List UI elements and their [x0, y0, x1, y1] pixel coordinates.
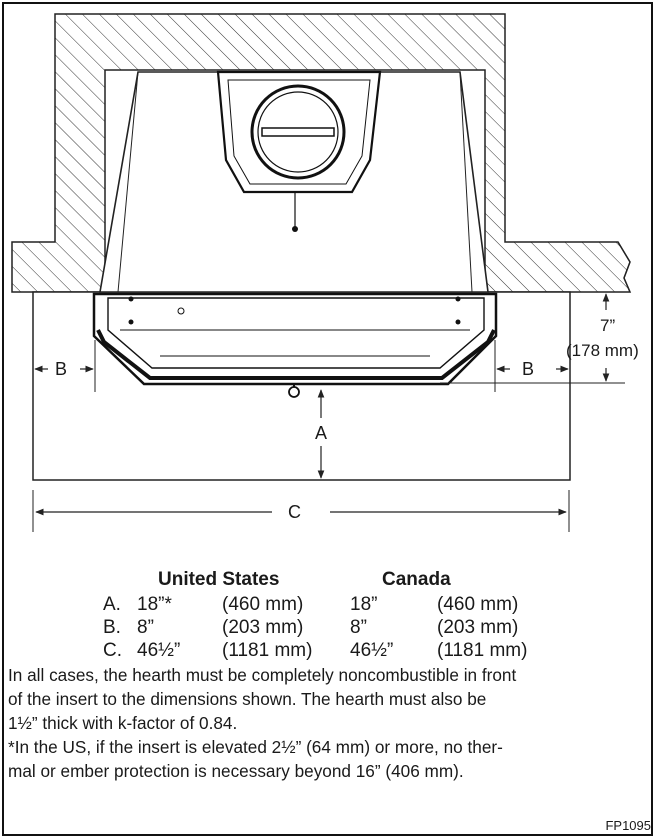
row-a-us-mm: (460 mm) [222, 594, 304, 615]
flue-collar-inner [257, 91, 339, 173]
screw [128, 319, 134, 325]
control-knob [288, 386, 300, 398]
dimension-height-mm: (178 mm) [566, 341, 639, 360]
row-b-us-in: 8” [137, 617, 154, 638]
row-b-us-mm: (203 mm) [222, 617, 304, 638]
note-line: of the insert to the dimensions shown. T… [8, 689, 487, 709]
row-c-ca-mm: (1181 mm) [437, 640, 528, 661]
dimension-height-in: 7” [600, 316, 616, 335]
insert-faceplate-band [96, 329, 496, 380]
row-b-ca-in: 8” [350, 617, 367, 638]
row-c-letter: C. [103, 640, 122, 661]
row-c-ca-in: 46½” [350, 640, 394, 661]
note-line: 1½” thick with k-factor of 0.84. [8, 713, 238, 733]
row-c-us-in: 46½” [137, 640, 181, 661]
figure-code: FP1095 [605, 818, 651, 833]
flue-damper-bar [261, 127, 335, 137]
row-a-us-in: 18”* [137, 594, 172, 615]
dimension-b-left-label: B [55, 359, 68, 379]
note-line: mal or ember protection is necessary bey… [8, 761, 464, 781]
row-c-us-mm: (1181 mm) [222, 640, 313, 661]
insert-seam [117, 71, 139, 293]
screw [128, 296, 134, 302]
insert-seam-right [459, 71, 473, 293]
dimension-c-label: C [288, 502, 301, 522]
pull-rod-knob [292, 226, 298, 232]
screw [455, 296, 461, 302]
hearth-notes: In all cases, the hearth must be complet… [8, 663, 653, 783]
dimension-a-label: A [315, 423, 328, 443]
note-line: In all cases, the hearth must be complet… [8, 665, 517, 685]
dimension-b-right-label: B [522, 359, 535, 379]
header-canada: Canada [382, 569, 451, 590]
row-b-ca-mm: (203 mm) [437, 617, 519, 638]
break-line [617, 241, 631, 293]
note-line: *In the US, if the insert is elevated 2½… [8, 737, 503, 757]
screw [177, 307, 185, 315]
row-a-ca-mm: (460 mm) [437, 594, 519, 615]
row-a-ca-in: 18” [350, 594, 378, 615]
row-a-letter: A. [103, 594, 121, 615]
insert-faceplate-inner [107, 297, 485, 369]
flue-housing-inner [227, 79, 371, 185]
header-united-states: United States [158, 569, 280, 590]
row-b-letter: B. [103, 617, 121, 638]
screw [455, 319, 461, 325]
